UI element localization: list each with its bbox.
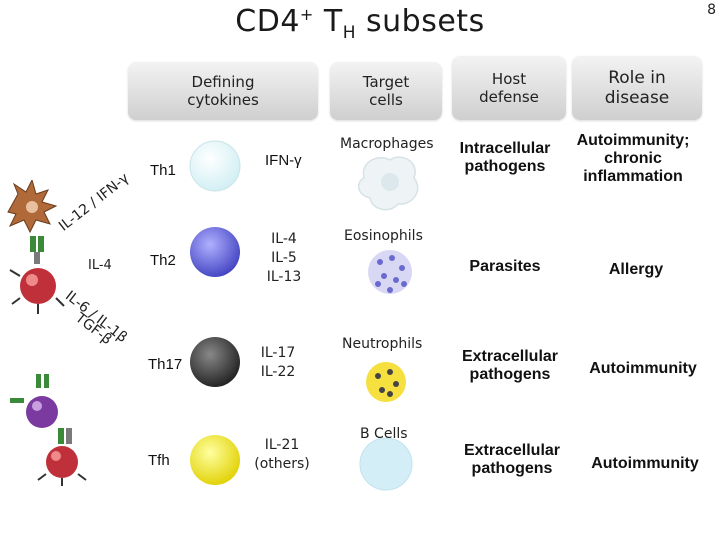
cytokines-tfh: IL-21 (others) (254, 437, 310, 472)
subset-tfh: Tfh (148, 452, 170, 469)
host-th17: Extracellular pathogens (461, 348, 559, 383)
cytokines-th1: IFN-γ (265, 152, 302, 169)
th17-cell-icon (190, 337, 240, 387)
role-tfh: Autoimmunity (591, 455, 699, 472)
differentiation-illustration (7, 180, 87, 486)
subset-cells (189, 140, 241, 485)
neutrophil-icon (366, 362, 406, 402)
role-th2: Allergy (608, 261, 664, 278)
host-th1: Intracellular pathogens (459, 140, 551, 175)
target-th2: Eosinophils (344, 228, 423, 244)
cytokines-th2: IL-4 IL-5 IL-13 (266, 231, 302, 285)
target-th17: Neutrophils (342, 336, 423, 352)
role-th17: Autoimmunity (589, 360, 697, 377)
header-host-defense: Host defense (452, 56, 566, 120)
eosinophil-icon (368, 250, 412, 294)
target-tfh: B Cells (360, 426, 408, 442)
label-il4: IL-4 (88, 258, 112, 273)
tfh-precursor-cell-icon (10, 374, 72, 444)
macrophage-icon (357, 156, 419, 211)
header-defining-cytokines: Defining cytokines (128, 62, 318, 120)
tfh-cell-icon (190, 435, 240, 485)
page-number: 8 (707, 2, 716, 18)
subset-th17: Th17 (148, 356, 183, 373)
t-cell-lower-icon (37, 446, 87, 486)
cytokines-th17: IL-17 IL-22 (260, 345, 296, 380)
th1-cell-icon (189, 140, 241, 192)
slide-title: CD4+ TH subsets (235, 4, 485, 43)
host-tfh: Extracellular pathogens (463, 442, 561, 477)
dendritic-cell-icon (7, 180, 58, 234)
th2-cell-icon (190, 227, 240, 277)
host-th2: Parasites (469, 258, 541, 275)
naive-t-cell-icon (9, 268, 65, 314)
header-role-in-disease: Role in disease (572, 56, 702, 120)
target-th1: Macrophages (340, 136, 434, 152)
b-cell-icon (359, 437, 413, 491)
target-cells (357, 156, 419, 491)
header-target-cells: Target cells (330, 62, 442, 120)
subset-th1: Th1 (150, 162, 176, 179)
subset-th2: Th2 (150, 252, 176, 269)
role-th1: Autoimmunity; chronic inflammation (576, 132, 690, 185)
mhc-receptor-icon (30, 236, 44, 264)
